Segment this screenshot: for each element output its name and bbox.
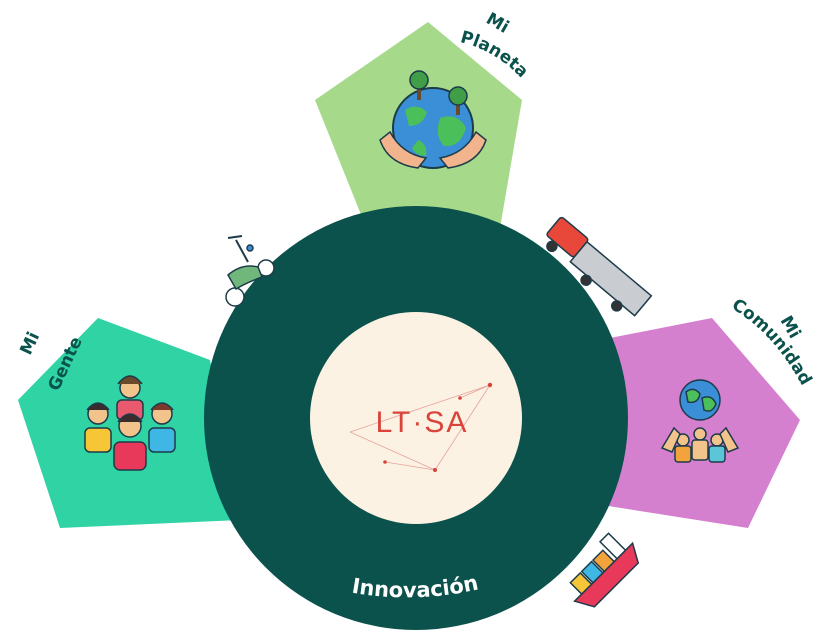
center-disc bbox=[310, 312, 522, 524]
community-world-icon bbox=[660, 379, 740, 463]
pillar-gente-line1: Mi bbox=[16, 329, 44, 358]
people-group-icon bbox=[84, 375, 176, 471]
center-logo: LT·SA bbox=[376, 406, 469, 439]
logo-network-icon bbox=[349, 382, 493, 472]
globe-in-hands-icon bbox=[379, 70, 487, 169]
scooter-icon bbox=[225, 235, 275, 307]
pillar-comunidad-shape bbox=[600, 318, 800, 528]
cargo-ship-icon bbox=[569, 532, 640, 608]
pillar-planeta-line1: Mi bbox=[483, 9, 513, 38]
truck-icon bbox=[546, 216, 653, 317]
